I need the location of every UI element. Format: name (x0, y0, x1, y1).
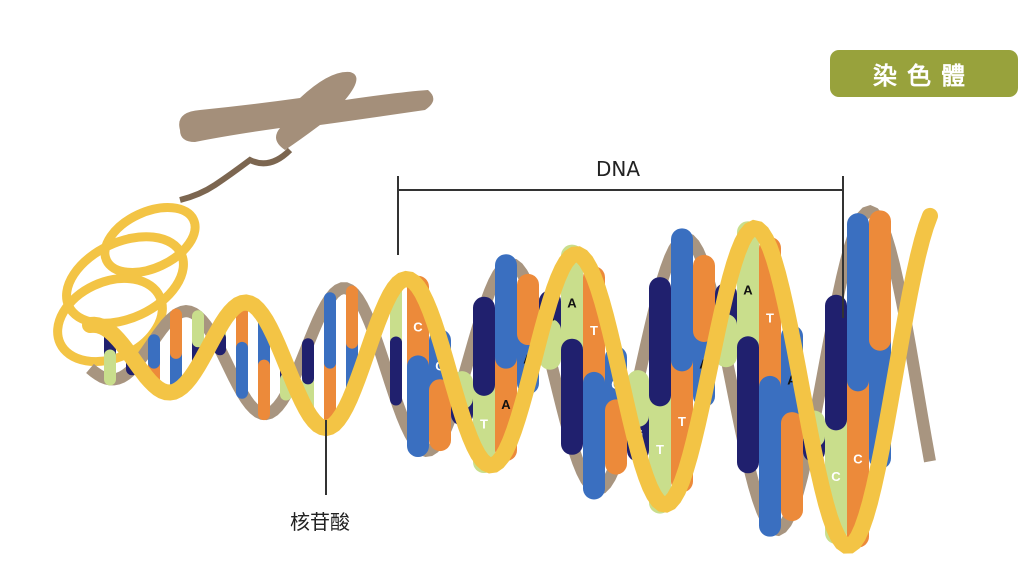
base-letter: A (501, 397, 511, 412)
coil-loop (100, 203, 200, 277)
base-letter: C (413, 320, 423, 335)
base-letter: T (766, 310, 774, 325)
base-letter: T (590, 323, 598, 338)
dna-label: DNA (596, 157, 641, 181)
base-letter: A (567, 296, 577, 311)
base-letter: A (743, 283, 753, 298)
base-letter: T (480, 416, 488, 431)
base-letter: T (656, 442, 664, 457)
front-strand (82, 207, 938, 554)
base-letter: C (831, 469, 841, 484)
chromosome-badge: 染色體 (830, 50, 1018, 97)
base-letter: T (678, 414, 686, 429)
dna-bracket (397, 176, 844, 318)
nucleotide-label: 核苷酸 (290, 510, 350, 534)
base-letter: C (853, 451, 863, 466)
chromosome-illustration (179, 71, 434, 203)
